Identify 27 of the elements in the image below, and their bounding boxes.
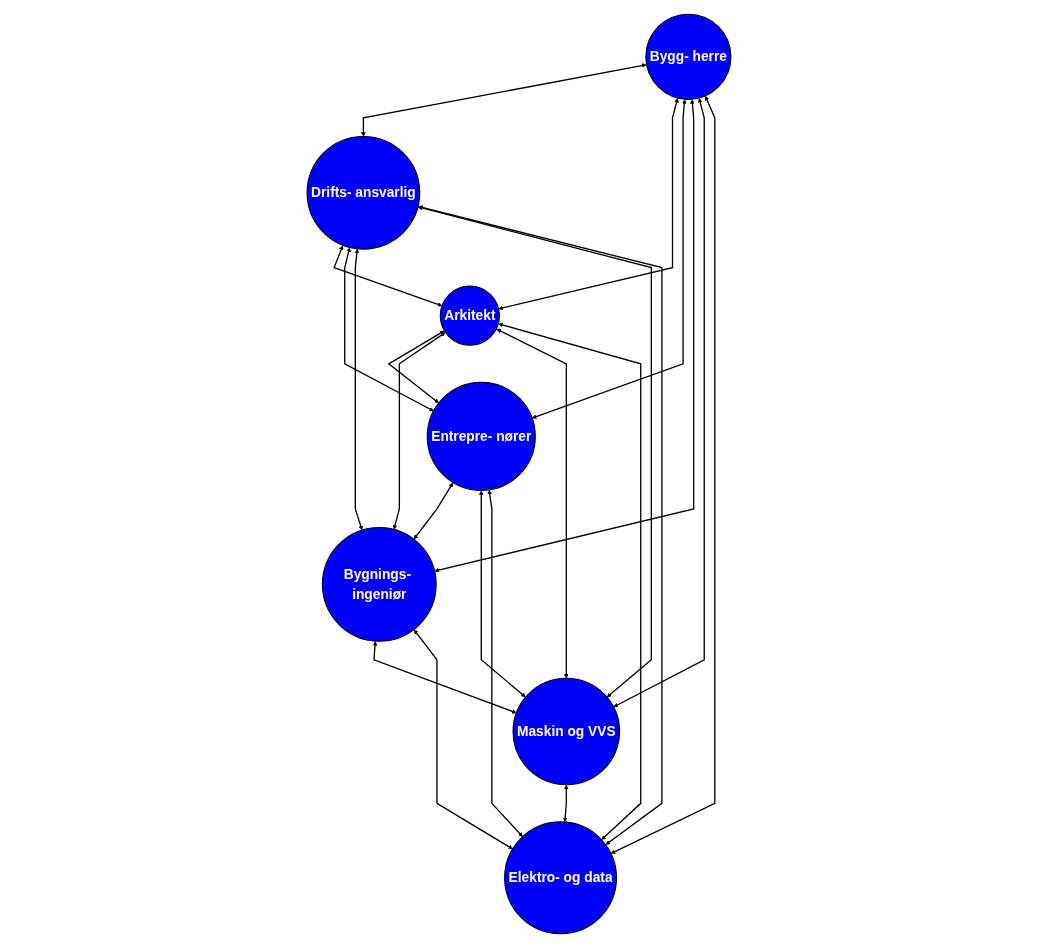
- arrow: [333, 245, 443, 307]
- node-circle: Bygg- herre: [645, 13, 732, 100]
- node-circle: Elektro- og data: [504, 821, 618, 935]
- node-circle: Drifts- ansvarlig: [306, 135, 421, 250]
- arrow: [478, 490, 526, 698]
- arrow: [387, 330, 445, 404]
- arrow: [344, 247, 434, 412]
- arrow: [498, 98, 679, 311]
- node-circle: Arkitekt: [439, 285, 500, 346]
- arrow: [354, 248, 363, 531]
- arrow: [413, 629, 513, 850]
- arrow: [498, 322, 642, 840]
- arrow: [413, 482, 454, 540]
- arrow: [562, 784, 569, 823]
- arrow: [496, 328, 569, 679]
- arrow: [531, 99, 687, 419]
- arrow: [610, 95, 716, 854]
- arrow: [392, 332, 446, 530]
- arrow: [361, 63, 647, 137]
- node-circle: Bygnings- ingeniør: [321, 526, 437, 642]
- arrow: [613, 98, 705, 708]
- arrow: [434, 99, 695, 573]
- arrow: [372, 641, 517, 714]
- node-circle: Maskin og VVS: [512, 677, 621, 786]
- node-circle: Entrepre- nører: [426, 381, 536, 491]
- arrow: [487, 489, 523, 837]
- arrow: [418, 205, 663, 845]
